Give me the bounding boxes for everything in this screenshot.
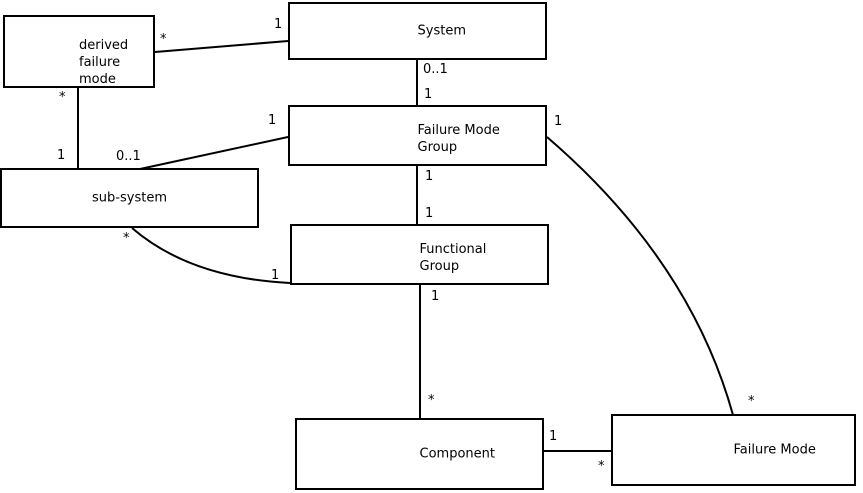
multiplicity-label: 1 bbox=[271, 268, 280, 283]
multiplicity-label: 0..1 bbox=[116, 149, 141, 164]
edge-sub-system-failure-mode-group bbox=[139, 136, 289, 170]
multiplicity-label: 1 bbox=[424, 87, 433, 102]
node-component-label: Component bbox=[419, 446, 495, 462]
multiplicity-label: 1 bbox=[554, 114, 563, 129]
multiplicity-label: * bbox=[160, 32, 167, 47]
node-failure-mode: Failure Mode bbox=[611, 414, 856, 486]
edge-sub-system-functional-group bbox=[131, 227, 291, 284]
multiplicity-label: 1 bbox=[274, 17, 283, 32]
node-failure-mode-group-label: Failure Mode Group bbox=[417, 123, 500, 155]
node-sub-system-label: sub-system bbox=[92, 190, 167, 206]
node-derived-failure-mode: derived failure mode bbox=[3, 15, 155, 88]
multiplicity-label: * bbox=[428, 393, 435, 408]
node-derived-failure-mode-label: derived failure mode bbox=[79, 38, 129, 87]
multiplicity-label: 0..1 bbox=[423, 62, 448, 77]
node-failure-mode-group: Failure Mode Group bbox=[288, 105, 547, 166]
node-functional-group-label: Functional Group bbox=[419, 242, 487, 274]
node-system-label: System bbox=[417, 23, 466, 39]
edge-failure-mode-group-failure-mode bbox=[546, 136, 734, 416]
edge-system-derived-failure-mode bbox=[154, 40, 289, 53]
multiplicity-label: * bbox=[598, 459, 605, 474]
multiplicity-label: 1 bbox=[268, 113, 277, 128]
node-component: Component bbox=[295, 418, 544, 490]
multiplicity-label: 1 bbox=[425, 169, 434, 184]
multiplicity-label: * bbox=[123, 231, 130, 246]
multiplicity-label: 1 bbox=[425, 206, 434, 221]
node-sub-system: sub-system bbox=[0, 168, 259, 228]
multiplicity-label: * bbox=[59, 90, 66, 105]
multiplicity-label: 1 bbox=[431, 289, 440, 304]
node-system: System bbox=[288, 2, 547, 60]
multiplicity-label: 1 bbox=[57, 148, 66, 163]
multiplicity-label: 1 bbox=[549, 429, 558, 444]
multiplicity-label: * bbox=[748, 394, 755, 409]
node-failure-mode-label: Failure Mode bbox=[733, 442, 816, 458]
node-functional-group: Functional Group bbox=[290, 224, 549, 285]
